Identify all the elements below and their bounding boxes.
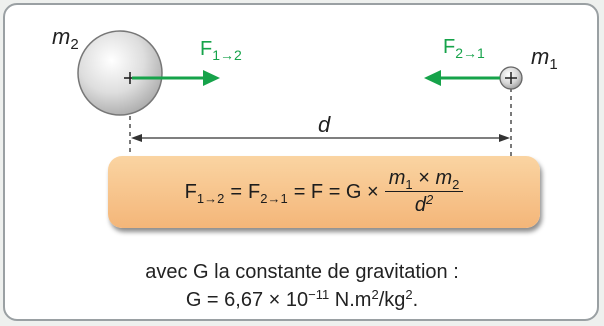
formula-f12: F1→2: [184, 180, 225, 206]
fraction-bar: [384, 190, 464, 193]
formula-f21: F2→1: [248, 180, 288, 206]
distance-label: d: [318, 112, 331, 137]
force12-arrow: [132, 70, 220, 86]
mass1-label: m1: [531, 44, 558, 73]
formula-numerator: m1 × m2: [388, 166, 460, 192]
formula-eq1: =: [230, 180, 242, 203]
mass2-sphere: [77, 30, 163, 116]
distance-arrow: [131, 134, 510, 142]
formula-denominator: d2: [414, 192, 434, 217]
force21-label: F2→1: [443, 36, 485, 61]
formula-box: F1→2 = F2→1 = F = G × m1 × m2 d2: [108, 156, 540, 228]
formula-fraction: m1 × m2 d2: [384, 166, 464, 218]
caption-line1: avec G la constante de gravitation :: [145, 261, 459, 283]
mass2-label: m2: [52, 24, 79, 53]
force12-label: F1→2: [200, 38, 242, 63]
formula-eq2: = F = G ×: [293, 180, 379, 203]
caption: avec G la constante de gravitation : G =…: [0, 258, 604, 316]
mass1-center-cross: [505, 72, 517, 84]
force21-arrow: [424, 70, 500, 86]
caption-line2: G = 6,67 × 10−11 N.m2/kg2.: [185, 287, 419, 311]
